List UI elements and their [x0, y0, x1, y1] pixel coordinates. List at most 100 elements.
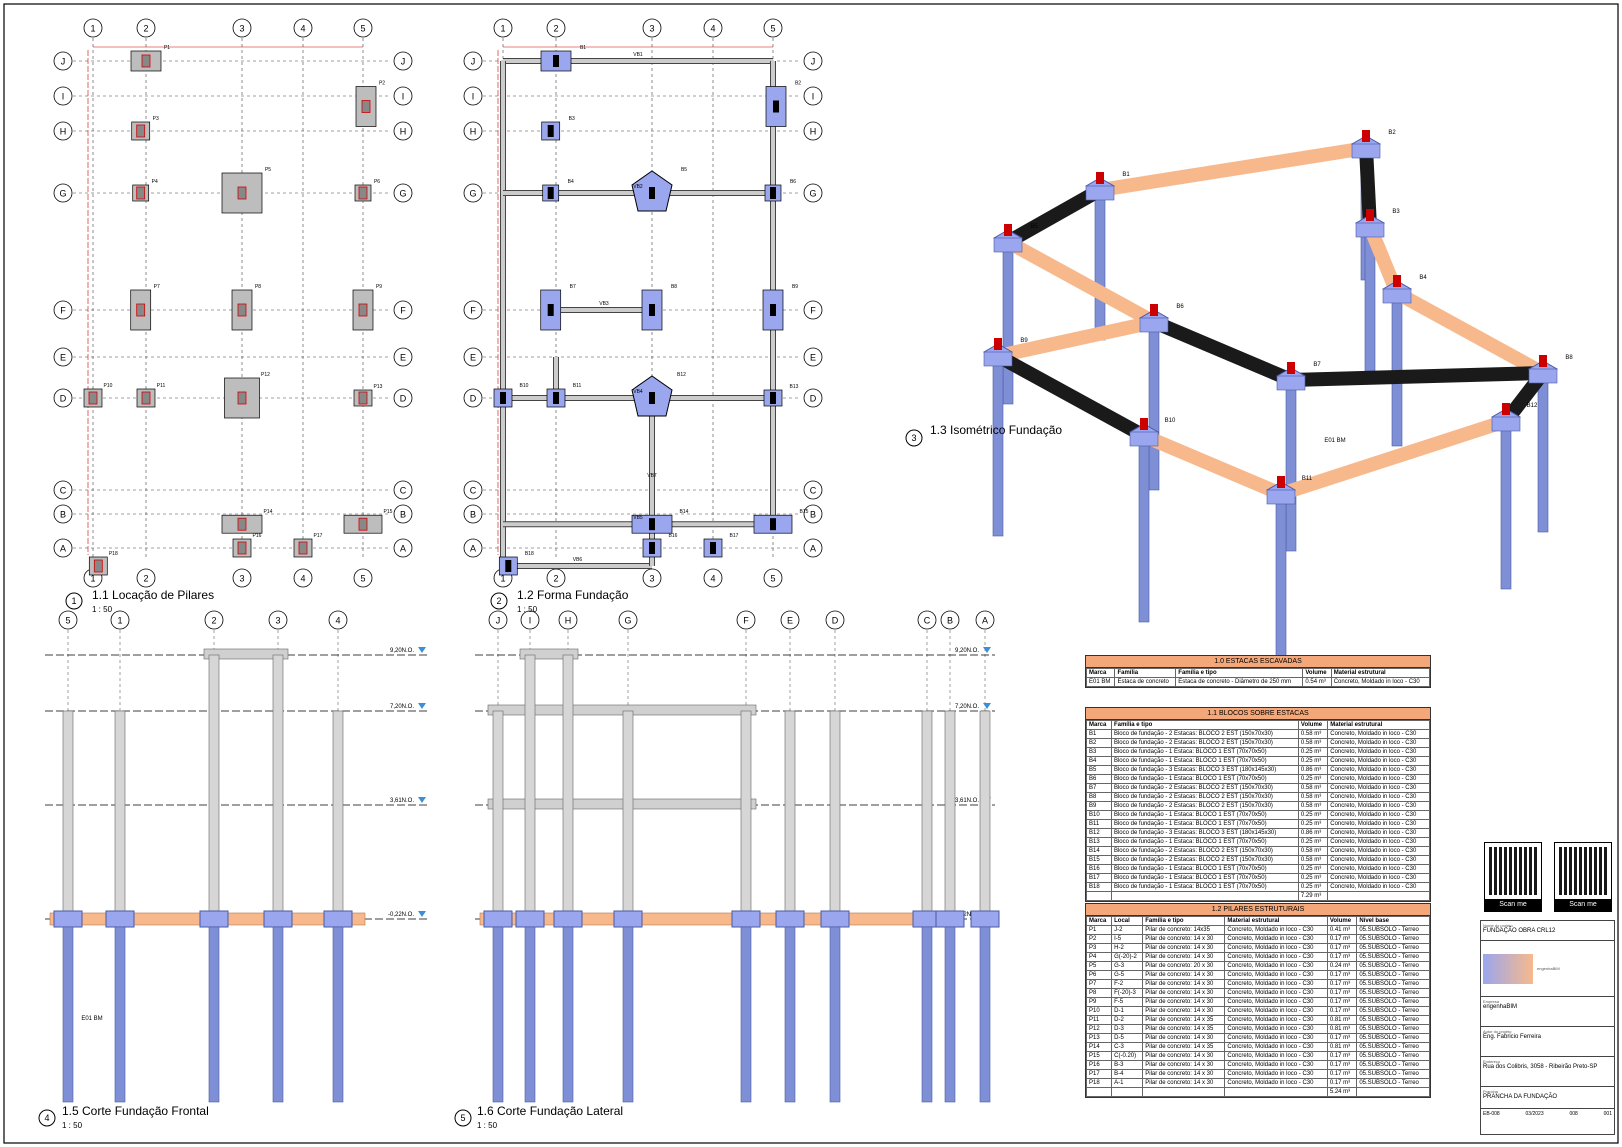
grid-bubble-label: J: [496, 616, 501, 626]
schedule-cell: Bloco de fundação - 1 Estaca: BLOCO 1 ES…: [1110, 864, 1299, 874]
grid-bubble: [83, 18, 103, 38]
schedule-cell: Pilar de concreto: 14 x 30: [1142, 988, 1226, 998]
pilar-section: [358, 517, 368, 531]
schedule-cell: 05.SUBSOLO - Terreo: [1356, 988, 1430, 998]
schedule-header-cell: Família: [1114, 668, 1177, 678]
view-number: 3: [911, 433, 916, 443]
schedule-cell: Bloco de fundação - 1 Estaca: BLOCO 1 ES…: [1110, 810, 1299, 820]
schedule-cell: B9: [1086, 801, 1112, 811]
bloco-corte: [105, 910, 135, 928]
bloco-label: B15: [800, 509, 809, 515]
grid-bubble: [58, 610, 78, 630]
schedule-cell: 0.54 m³: [1302, 677, 1332, 687]
grid-bubble-label: E: [400, 353, 406, 363]
level-label: 3,61N.O.: [390, 798, 414, 804]
qr-code-icon: [1489, 847, 1537, 895]
pilar-label: P5: [265, 167, 271, 173]
bloco-isometrico-face: [1085, 185, 1115, 201]
grid-bubble: [736, 610, 756, 630]
schedule-title: 1.0 ESTACAS ESCAVADAS: [1086, 656, 1430, 668]
estaca-corte: [62, 926, 74, 1103]
grid-bubble-label: F: [60, 306, 66, 316]
sheet-label: Prancha: [1483, 1089, 1498, 1094]
qr-code-a[interactable]: Scan me: [1484, 842, 1542, 912]
pilar-section: [141, 54, 151, 68]
schedule-cell: 0.86 m³: [1297, 765, 1329, 775]
grid-bubble-label: F: [743, 616, 749, 626]
estaca-corte: [492, 926, 504, 1103]
schedule-header-cell: Família e tipo: [1175, 668, 1304, 678]
schedule-cell: Concreto, Moldado in loco - C30: [1224, 1042, 1328, 1052]
grid-bubble: [975, 610, 995, 630]
bloco-corte: [483, 910, 513, 928]
grid-bubble-label: 3: [239, 574, 244, 584]
schedule-cell: 0.25 m³: [1297, 756, 1329, 766]
qr-code-b[interactable]: Scan me: [1554, 842, 1612, 912]
schedule-cell: Bloco de fundação - 2 Estacas: BLOCO 2 E…: [1110, 738, 1299, 748]
bloco-label: B10: [1165, 418, 1176, 424]
bloco-label: B8: [671, 284, 677, 290]
pilar-corte: [492, 710, 504, 920]
schedule-header-cell: Nível base: [1356, 916, 1430, 926]
grid-bubble-label: I: [472, 92, 475, 102]
schedule-cell: B8: [1086, 792, 1112, 802]
bloco-corte: [53, 910, 83, 928]
schedule-cell: Concreto, Moldado in loco - C30: [1327, 801, 1430, 811]
schedule-cell: Estaca de concreto - Diâmetro de 250 mm: [1175, 677, 1304, 687]
schedule-cell: 0.17 m³: [1326, 1006, 1358, 1016]
pilar-label: P3: [153, 116, 159, 122]
grid-bubble: [53, 480, 73, 500]
grid-bubble-label: J: [471, 57, 476, 67]
schedule-cell: P13: [1085, 1033, 1113, 1043]
schedule-cell: P6: [1085, 970, 1113, 980]
pilar-section: [237, 186, 247, 200]
schedule-cell: 0.17 m³: [1326, 1051, 1358, 1061]
schedule-header-cell: Marca: [1086, 720, 1112, 730]
grid-bubble: [232, 18, 252, 38]
schedule-cell: 05.SUBSOLO - Terreo: [1356, 1015, 1430, 1025]
pilar-label: P14: [264, 509, 273, 515]
estaca-corte: [921, 926, 933, 1103]
schedule-cell: 05.SUBSOLO - Terreo: [1356, 925, 1430, 935]
schedule-cell: Bloco de fundação - 1 Estaca: BLOCO 1 ES…: [1110, 837, 1299, 847]
viga-label: VB5: [633, 515, 643, 521]
grid-bubble: [642, 18, 662, 38]
schedule-cell: Bloco de fundação - 1 Estaca: BLOCO 1 ES…: [1110, 747, 1299, 757]
view-scale: 1 : 50: [62, 1121, 83, 1130]
schedule-cell: 0.81 m³: [1326, 1042, 1358, 1052]
grid-bubble: [803, 51, 823, 71]
view-title-1: 1 1.1 Locação de Pilares 1 : 50: [65, 588, 214, 614]
grid-bubble-label: 4: [710, 24, 715, 34]
schedule-header-cell: Volume: [1297, 720, 1329, 730]
schedule-cell: C-3: [1111, 1042, 1144, 1052]
schedule-cell: Bloco de fundação - 2 Estacas: BLOCO 2 E…: [1110, 801, 1299, 811]
estaca: [1002, 241, 1014, 405]
schedule-header-cell: Material estrutural: [1224, 916, 1328, 926]
schedule-cell: Pilar de concreto: 20 x 30: [1142, 961, 1226, 971]
schedule-cell: Pilar de concreto: 14 x 30: [1142, 952, 1226, 962]
grid-bubble: [53, 300, 73, 320]
view-scale: 1 : 50: [517, 605, 538, 614]
schedule-cell: F(-20)-3: [1111, 988, 1144, 998]
grid-bubble: [703, 18, 723, 38]
bloco-label: B3: [1392, 209, 1400, 215]
grid-bubble-label: A: [982, 616, 988, 626]
viga-isometrica: [996, 315, 1156, 363]
schedule-cell: B1: [1086, 729, 1112, 739]
grid-bubble-label: 4: [335, 616, 340, 626]
viga-isometrica: [1141, 429, 1284, 501]
schedule-cell: 0.25 m³: [1297, 819, 1329, 829]
schedule-cell: P17: [1085, 1069, 1113, 1079]
grid-bubble-label: D: [810, 394, 817, 404]
schedule-cell: Pilar de concreto: 14 x 35: [1142, 1042, 1226, 1052]
laje: [487, 798, 757, 810]
grid-bubble-label: H: [60, 127, 67, 137]
pilar-section: [136, 124, 146, 138]
sheet-page: 001: [1603, 1111, 1612, 1117]
